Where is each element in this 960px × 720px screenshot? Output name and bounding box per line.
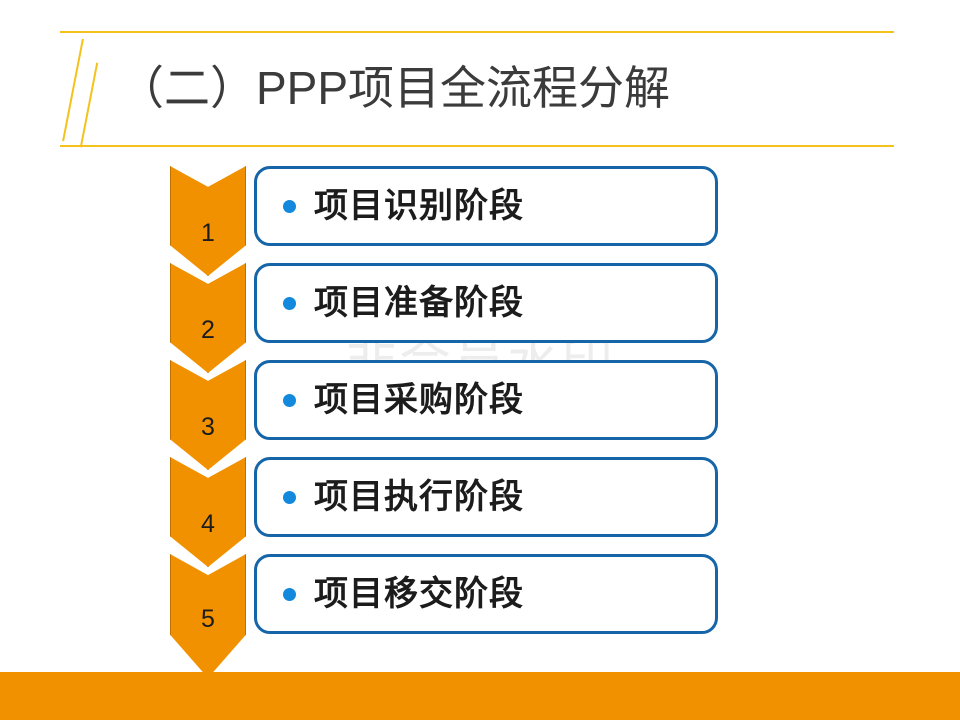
chevron-step-1-number: 1 (201, 219, 215, 247)
stage-box-4[interactable]: 项目执行阶段 (254, 457, 718, 537)
bullet-icon-2 (283, 296, 296, 310)
stage-box-1[interactable]: 项目识别阶段 (254, 166, 718, 246)
bullet-icon-5 (283, 587, 296, 601)
chevron-step-5-number: 5 (201, 605, 215, 633)
title-rule-top (60, 31, 894, 33)
page-title: （二）PPP项目全流程分解 (118, 62, 671, 114)
stage-label-3: 项目采购阶段 (314, 381, 524, 419)
bullet-icon-1 (283, 199, 296, 213)
stage-label-2: 项目准备阶段 (314, 284, 524, 322)
stage-box-5[interactable]: 项目移交阶段 (254, 554, 718, 634)
bottom-accent-bar (0, 672, 960, 720)
stage-box-column: 项目识别阶段 项目准备阶段 项目采购阶段 项目执行阶段 项目移交阶段 (254, 166, 720, 634)
stage-box-3[interactable]: 项目采购阶段 (254, 360, 718, 440)
chevron-number-column: 1 2 3 4 5 (170, 166, 250, 678)
title-rule-bottom (60, 145, 894, 147)
bullet-icon-3 (283, 393, 296, 407)
chevron-step-2[interactable]: 2 (170, 263, 246, 373)
stage-label-4: 项目执行阶段 (314, 478, 524, 516)
stage-label-1: 项目识别阶段 (314, 187, 524, 225)
chevron-step-3-number: 3 (201, 413, 215, 441)
chevron-step-3[interactable]: 3 (170, 360, 246, 470)
chevron-step-4-number: 4 (201, 510, 215, 538)
bullet-icon-4 (283, 490, 296, 504)
stage-box-2[interactable]: 项目准备阶段 (254, 263, 718, 343)
chevron-step-2-number: 2 (201, 316, 215, 344)
chevron-step-1[interactable]: 1 (170, 166, 246, 276)
stage-label-5: 项目移交阶段 (314, 575, 524, 613)
chevron-step-5-arrow[interactable]: 5 (170, 554, 246, 678)
chevron-step-4[interactable]: 4 (170, 457, 246, 567)
